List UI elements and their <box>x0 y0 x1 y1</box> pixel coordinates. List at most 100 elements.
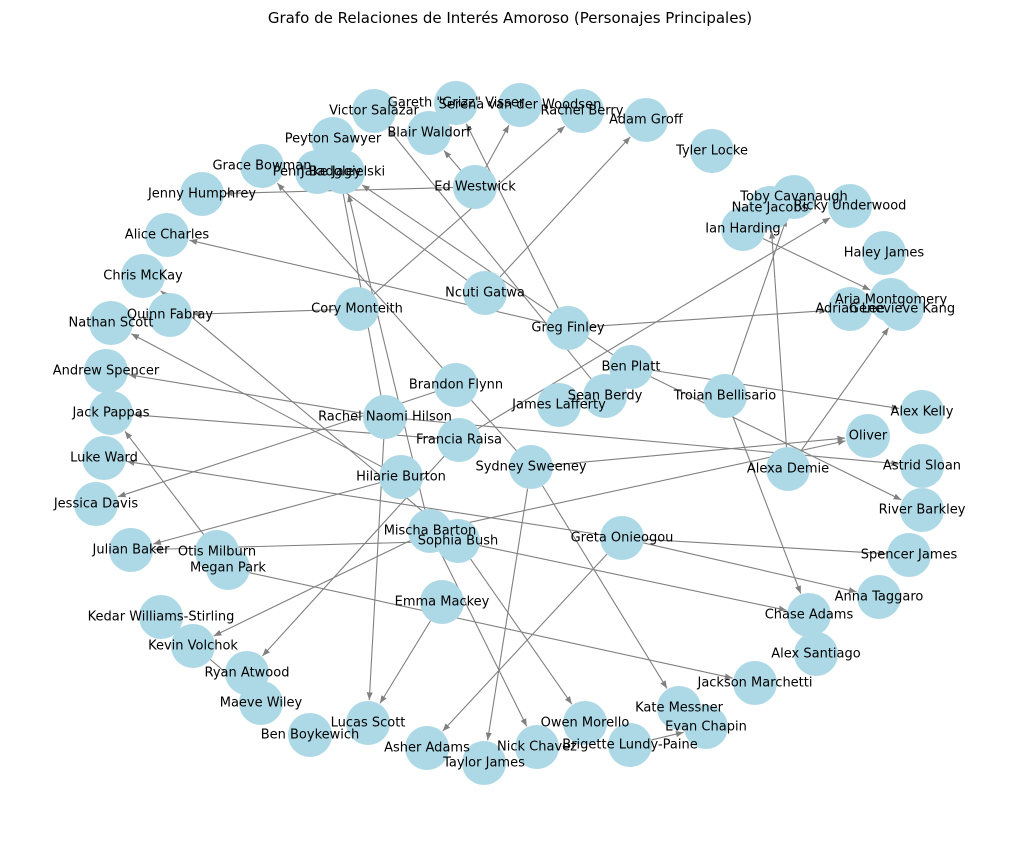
node-chris-mckay[interactable] <box>121 254 165 298</box>
node-spencer-james[interactable] <box>887 533 931 577</box>
node-ian-harding[interactable] <box>721 207 765 251</box>
node-greg-finley[interactable] <box>546 306 590 350</box>
node-tyler-locke[interactable] <box>690 129 734 173</box>
node-label-otis-milburn: Otis Milburn <box>178 545 256 560</box>
node-label-lucas-scott: Lucas Scott <box>331 716 406 731</box>
node-nathan-scott[interactable] <box>89 301 133 345</box>
node-label-andrew-spencer: Andrew Spencer <box>53 364 160 379</box>
node-label-ian-harding: Ian Harding <box>705 222 780 237</box>
node-nick-chavez[interactable] <box>515 725 559 769</box>
node-alexa-demie[interactable] <box>766 447 810 491</box>
node-label-rachel-berry: Rachel Berry <box>541 104 624 119</box>
edge-ben-platt-to-river-barkley <box>650 376 902 501</box>
node-label-kevin-volchok: Kevin Volchok <box>148 639 238 654</box>
node-julian-baker[interactable] <box>109 528 153 572</box>
node-label-genevieve-kang: Genevieve Kang <box>849 302 955 317</box>
node-jake-jagielski[interactable] <box>321 150 365 194</box>
node-ben-boykewich[interactable] <box>288 713 332 757</box>
node-chase-adams[interactable] <box>787 593 831 637</box>
node-evan-chapin[interactable] <box>684 705 728 749</box>
node-owen-morello[interactable] <box>563 701 607 745</box>
node-alex-kelly[interactable] <box>900 390 944 434</box>
edge-greta-onieogou-to-luke-ward <box>126 459 601 536</box>
node-label-asher-adams: Asher Adams <box>384 741 470 756</box>
node-label-ricky-underwood: Ricky Underwood <box>794 199 907 214</box>
graph-title: Grafo de Relaciones de Interés Amoroso (… <box>268 9 752 27</box>
node-victor-salazar[interactable] <box>352 89 396 133</box>
node-sydney-sweeney[interactable] <box>509 445 553 489</box>
node-alice-charles[interactable] <box>145 213 189 257</box>
node-maeve-wiley[interactable] <box>239 681 283 725</box>
node-kedar-williams-stirling[interactable] <box>139 595 183 639</box>
node-gareth-grizz-visser[interactable] <box>434 81 478 125</box>
node-label-mischa-barton: Mischa Barton <box>384 524 477 539</box>
node-serena-van-der-woodsen[interactable] <box>498 83 542 127</box>
node-andrew-spencer[interactable] <box>84 349 128 393</box>
node-label-maeve-wiley: Maeve Wiley <box>220 696 303 711</box>
node-ncuti-gatwa[interactable] <box>463 271 507 315</box>
node-label-alex-santiago: Alex Santiago <box>771 647 860 662</box>
node-taylor-james[interactable] <box>462 741 506 785</box>
node-greta-onieogou[interactable] <box>600 516 644 560</box>
node-rachel-naomi-hilson[interactable] <box>363 395 407 439</box>
node-label-ben-platt: Ben Platt <box>602 360 661 375</box>
node-brandon-flynn[interactable] <box>434 363 478 407</box>
node-label-rachel-naomi-hilson: Rachel Naomi Hilson <box>318 410 452 425</box>
node-blair-waldorf[interactable] <box>407 111 451 155</box>
node-label-haley-james: Haley James <box>844 246 925 261</box>
node-adrian-lee[interactable] <box>828 287 872 331</box>
edge-sydney-sweeney-to-oliver <box>552 435 846 466</box>
node-ben-platt[interactable] <box>609 345 653 389</box>
node-jackson-marchetti[interactable] <box>733 661 777 705</box>
node-label-julian-baker: Julian Baker <box>92 543 171 558</box>
node-label-adrian-lee: Adrian Lee <box>815 302 884 317</box>
node-sophia-bush[interactable] <box>436 519 480 563</box>
node-astrid-sloan[interactable] <box>900 444 944 488</box>
node-label-greta-onieogou: Greta Onieogou <box>571 531 674 546</box>
node-rachel-berry[interactable] <box>560 89 604 133</box>
node-troian-bellisario[interactable] <box>703 374 747 418</box>
node-anna-taggaro[interactable] <box>857 575 901 619</box>
node-francia-raisa[interactable] <box>437 418 481 462</box>
node-quinn-fabray[interactable] <box>148 293 192 337</box>
node-emma-mackey[interactable] <box>420 580 464 624</box>
node-label-alex-kelly: Alex Kelly <box>891 405 954 420</box>
node-adam-groff[interactable] <box>624 98 668 142</box>
node-hilarie-burton[interactable] <box>379 455 423 499</box>
node-cory-monteith[interactable] <box>335 287 379 331</box>
edge-cory-monteith-to-rachel-berry <box>373 125 566 295</box>
node-brigette-lundy-paine[interactable] <box>608 723 652 767</box>
node-river-barkley[interactable] <box>900 488 944 532</box>
node-haley-james[interactable] <box>862 231 906 275</box>
edge-greg-finley-to-gareth-grizz-visser <box>465 123 559 309</box>
node-kevin-volchok[interactable] <box>171 624 215 668</box>
node-grace-bowman[interactable] <box>240 144 284 188</box>
node-megan-park[interactable] <box>206 546 250 590</box>
node-ed-westwick[interactable] <box>453 165 497 209</box>
node-jenny-humphrey[interactable] <box>180 172 224 216</box>
node-luke-ward[interactable] <box>82 436 126 480</box>
edge-cory-monteith-to-quinn-fabray <box>192 309 336 318</box>
edge-sophia-bush-to-chase-adams <box>479 545 787 612</box>
node-label-emma-mackey: Emma Mackey <box>395 595 490 610</box>
node-asher-adams[interactable] <box>405 726 449 770</box>
node-genevieve-kang[interactable] <box>880 287 924 331</box>
node-lucas-scott[interactable] <box>346 701 390 745</box>
node-label-serena-van-der-woodsen: Serena van der Woodsen <box>439 98 602 113</box>
node-label-blair-waldorf: Blair Waldorf <box>387 126 471 141</box>
node-james-lafferty[interactable] <box>537 383 581 427</box>
node-jessica-davis[interactable] <box>74 482 118 526</box>
node-jack-pappas[interactable] <box>89 391 133 435</box>
node-peyton-sawyer[interactable] <box>311 117 355 161</box>
node-ricky-underwood[interactable] <box>828 184 872 228</box>
node-label-anna-taggaro: Anna Taggaro <box>835 590 924 605</box>
edge-mischa-barton-to-nick-chavez <box>439 550 528 727</box>
node-label-sydney-sweeney: Sydney Sweeney <box>475 460 586 475</box>
node-label-brandon-flynn: Brandon Flynn <box>409 378 503 393</box>
node-label-spencer-james: Spencer James <box>861 548 958 563</box>
node-sean-berdy[interactable] <box>583 374 627 418</box>
node-oliver[interactable] <box>846 414 890 458</box>
edge-sydney-sweeney-to-taylor-james <box>485 488 529 741</box>
node-alex-santiago[interactable] <box>794 632 838 676</box>
